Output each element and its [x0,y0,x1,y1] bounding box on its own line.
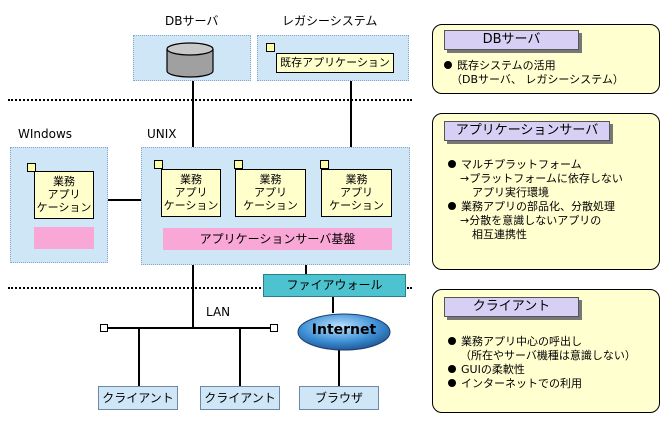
bullet-icon [444,61,452,69]
appserver-info-line: 相互連携性 [472,228,527,241]
unix-app-1-icon [154,160,163,169]
windows-label: WIndows [18,127,73,141]
firewall-internet-connector [332,297,334,313]
client-info-line: 業務アプリ中心の呼出し [461,335,582,348]
app-text-line3: ケーション [36,201,92,214]
tier-separator-bottom [8,287,412,289]
unix-business-app-2: 業務 アプリ ケーション [235,169,306,217]
lan-label: LAN [206,305,231,319]
db-info-panel: DBサーバ 既存システムの活用 （DBサーバ、 レガシーシステム） [432,24,660,94]
database-icon [166,42,214,78]
windows-app-icon [27,163,36,172]
db-info-text: 既存システムの活用 （DBサーバ、 レガシーシステム） [444,59,624,87]
unix-business-app-1: 業務 アプリ ケーション [161,169,221,217]
db-info-title: DBサーバ [444,30,579,50]
client-info-line: GUIの柔軟性 [461,363,525,376]
app-text-line2: アプリ [340,186,373,199]
app-text-line1: 業務 [345,173,368,186]
appserver-info-line: →プラットフォームに依存しない [460,172,623,185]
client-info-line: インターネットでの利用 [461,377,582,390]
app-text-line1: 業務 [180,173,202,186]
bullet-icon [448,365,456,373]
lan-bus [107,327,275,329]
client-info-line: （所在やサーバ機種は意識しない） [460,349,636,362]
appserver-info-title: アプリケーションサーバ [444,121,610,141]
windows-pink-bar [34,227,94,249]
internet-cloud [297,313,391,351]
client-info-text: 業務アプリ中心の呼出し （所在やサーバ機種は意識しない） GUIの柔軟性 インタ… [448,335,636,391]
db-server-panel [133,35,251,81]
windows-business-app: 業務 アプリ ケーション [34,171,94,219]
appserver-info-line: マルチプラットフォーム [461,158,582,171]
windows-unix-connector [108,199,141,201]
db-connector [192,80,194,175]
app-text-line3: ケーション [243,199,298,212]
legacy-connector [350,80,352,175]
legacy-app-box: 既存アプリケーション [276,53,394,73]
app-text-line2: アプリ [174,186,208,199]
unix-firewall-connector [305,258,307,274]
bullet-icon [448,160,456,168]
unix-business-app-3: 業務 アプリ ケーション [321,169,392,217]
app-server-base-bar: アプリケーションサーバ基盤 [163,228,392,250]
lan-drop-2 [239,329,241,386]
bullet-icon [448,379,456,387]
db-info-line: （DBサーバ、 レガシーシステム） [451,73,624,86]
client-info-title: クライアント [444,297,579,317]
bullet-icon [448,202,456,210]
appserver-info-text: マルチプラットフォーム →プラットフォームに依存しない アプリ実行環境 業務アプ… [448,158,623,242]
unix-panel: 業務 アプリ ケーション 業務 アプリ ケーション 業務 アプリ ケーション ア… [141,147,410,265]
legacy-system-label: レガシーシステム [282,14,378,28]
legacy-app-icon [266,43,275,52]
unix-label: UNIX [147,127,177,141]
appserver-info-line: →分散を意識しないアプリの [460,214,602,227]
app-text-line3: ケーション [329,199,384,212]
lan-terminator-right [270,324,278,332]
firewall-box: ファイアウォール [263,274,406,297]
app-text-line1: 業務 [53,175,75,188]
internet-browser-connector [338,348,340,386]
lan-drop-1 [138,329,140,386]
appserver-info-line: 業務アプリの部品化、分散処理 [461,200,615,213]
bullet-icon [448,337,456,345]
db-info-line: 既存システムの活用 [457,59,556,72]
db-server-label: DBサーバ [165,14,219,28]
app-text-line1: 業務 [259,173,282,186]
browser-box: ブラウザ [299,386,379,410]
internet-label: Internet [311,322,377,338]
app-text-line2: アプリ [254,186,287,199]
app-text-line3: ケーション [163,199,219,212]
lan-terminator-left [100,324,108,332]
appserver-info-panel: アプリケーションサーバ マルチプラットフォーム →プラットフォームに依存しない … [432,113,660,270]
windows-panel: 業務 アプリ ケーション [10,147,108,263]
unix-app-3-icon [320,160,329,169]
client-box-2: クライアント [200,386,280,410]
unix-lan-connector [192,265,194,328]
tier-separator-top [8,99,412,101]
appserver-info-line: アプリ実行環境 [472,186,549,199]
legacy-system-panel: 既存アプリケーション [257,35,409,81]
client-box-1: クライアント [98,386,178,410]
unix-app-2-icon [234,160,243,169]
app-text-line2: アプリ [47,188,81,201]
client-info-panel: クライアント 業務アプリ中心の呼出し （所在やサーバ機種は意識しない） GUIの… [432,289,660,413]
